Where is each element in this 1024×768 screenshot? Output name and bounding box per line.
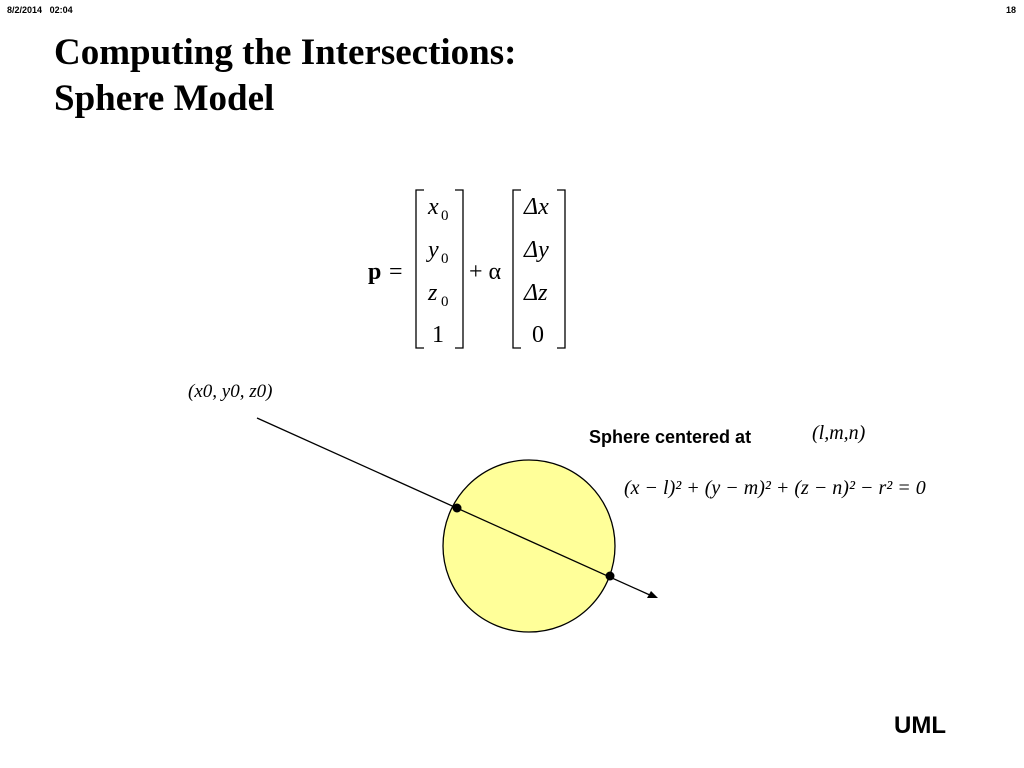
matrix1-entry-1: 1 bbox=[432, 322, 444, 348]
sphere-center: (l,m,n) bbox=[812, 422, 866, 444]
entry-sub: 0 bbox=[441, 251, 449, 267]
ray-arrowhead bbox=[647, 591, 658, 598]
matrix1-left-bracket bbox=[415, 189, 424, 349]
matrix2-entry-0: 0 bbox=[532, 322, 544, 348]
matrix1-entry-x0: x 0 bbox=[427, 194, 449, 224]
slide-page-number: 18 bbox=[1005, 5, 1016, 15]
title-line-1: Computing the Intersections: bbox=[54, 32, 517, 73]
slide-date: 8/2/2014 02:04 bbox=[7, 5, 73, 15]
intersection-point-1 bbox=[452, 503, 462, 513]
matrix2-entry-dx: Δx bbox=[523, 194, 549, 220]
time-text: 02:04 bbox=[49, 5, 73, 15]
slide-title: Computing the Intersections: Sphere Mode… bbox=[54, 30, 516, 122]
sphere-equation: (x − l)² + (y − m)² + (z − n)² − r² = 0 bbox=[624, 477, 926, 499]
matrix2-entry-dy: Δy bbox=[523, 237, 549, 263]
date-text: 8/2/2014 bbox=[7, 5, 43, 15]
matrix1-entry-z0: z 0 bbox=[427, 280, 449, 310]
entry-sub: 0 bbox=[441, 208, 449, 224]
entry-var: x bbox=[427, 194, 439, 220]
sphere-label: Sphere centered at bbox=[589, 427, 751, 447]
matrix2-entry-dz: Δz bbox=[523, 280, 548, 306]
footer-uml: UML bbox=[894, 712, 946, 739]
ray-origin-label: (x0, y0, z0) bbox=[188, 381, 272, 402]
matrix1-right-bracket bbox=[455, 189, 464, 349]
entry-var: y bbox=[426, 237, 439, 263]
title-line-2: Sphere Model bbox=[54, 78, 275, 119]
matrix2-left-bracket bbox=[512, 189, 521, 349]
equation-p: p = x 0 y 0 z 0 1 + α Δx Δy Δz 0 bbox=[368, 189, 566, 349]
plus-alpha: + α bbox=[469, 259, 502, 285]
sphere-circle bbox=[442, 459, 616, 633]
matrix1-entry-y0: y 0 bbox=[426, 237, 449, 267]
equation-equals: = bbox=[389, 259, 403, 285]
intersection-point-2 bbox=[605, 571, 615, 581]
entry-var: z bbox=[427, 280, 438, 306]
equation-lhs: p bbox=[368, 259, 381, 285]
matrix2-right-bracket bbox=[557, 189, 566, 349]
entry-sub: 0 bbox=[441, 294, 449, 310]
